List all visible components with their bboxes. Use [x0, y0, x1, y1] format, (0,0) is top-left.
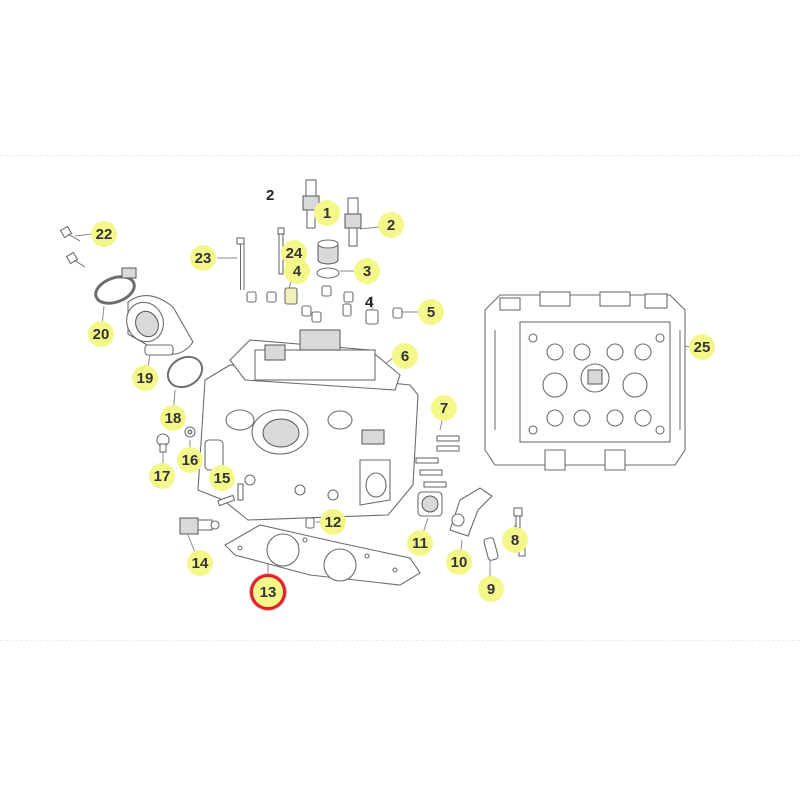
callout-17[interactable]: 17	[149, 463, 175, 489]
callout-6[interactable]: 6	[392, 343, 418, 369]
callout-20[interactable]: 20	[88, 321, 114, 347]
callout-10[interactable]: 10	[446, 549, 472, 575]
callout-25[interactable]: 25	[689, 334, 715, 360]
head-gasket	[224, 524, 421, 586]
callout-22[interactable]: 22	[91, 221, 117, 247]
callout-5[interactable]: 5	[418, 299, 444, 325]
temperature-sensor	[179, 517, 220, 535]
valve-shims	[246, 285, 403, 325]
callout-11[interactable]: 11	[407, 530, 433, 556]
callout-3[interactable]: 3	[354, 258, 380, 284]
callout-16[interactable]: 16	[177, 447, 203, 473]
spark-plug-right	[344, 197, 362, 247]
callout-12[interactable]: 12	[320, 509, 346, 535]
top-dashed-divider	[0, 155, 800, 156]
callout-15[interactable]: 15	[209, 465, 235, 491]
studs	[217, 483, 244, 507]
screws-22	[59, 225, 86, 268]
pin-9	[483, 537, 499, 561]
cylinder-head-top-view	[484, 291, 686, 471]
dowel-pin	[305, 517, 315, 529]
water-outlet	[449, 487, 493, 537]
label-4-left: 4	[365, 294, 374, 311]
o-ring	[166, 355, 204, 389]
callout-19[interactable]: 19	[132, 365, 158, 391]
plug-seal	[316, 239, 340, 279]
callout-13-highlighted[interactable]: 13	[250, 574, 286, 610]
label-2-left: 2	[266, 187, 275, 204]
bottom-dashed-divider	[0, 640, 800, 641]
callout-7[interactable]: 7	[431, 395, 457, 421]
manifold-studs	[415, 435, 460, 488]
hose-clamp	[94, 267, 137, 305]
thermostat-housing	[417, 491, 443, 517]
intake-manifold	[126, 295, 194, 356]
screws-8	[513, 507, 526, 557]
cylinder-head	[197, 329, 419, 521]
callout-24[interactable]: 24	[281, 240, 307, 266]
callout-18[interactable]: 18	[160, 405, 186, 431]
callout-8[interactable]: 8	[502, 527, 528, 553]
long-bolt	[236, 227, 285, 290]
callout-9[interactable]: 9	[478, 576, 504, 602]
drain-bolt	[156, 426, 196, 453]
callout-14[interactable]: 14	[187, 550, 213, 576]
callout-23[interactable]: 23	[190, 245, 216, 271]
callout-1[interactable]: 1	[314, 200, 340, 226]
callout-2[interactable]: 2	[378, 212, 404, 238]
